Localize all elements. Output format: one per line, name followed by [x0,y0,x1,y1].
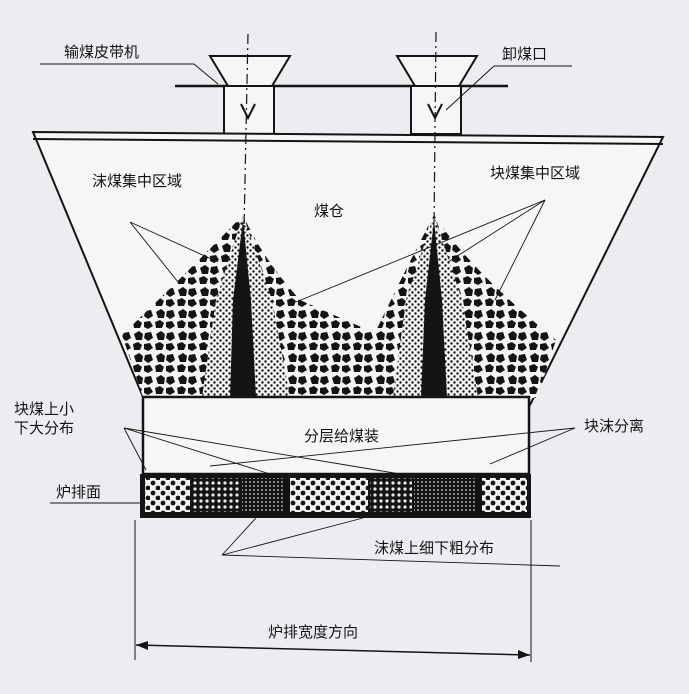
outlet-hopper-right [395,55,479,135]
lump-distribution-leaders [123,427,401,475]
outlet-label: 卸煤口 [502,45,548,63]
grate-surface-label: 炉排面 [56,483,102,501]
coal-drop-path-right [431,31,437,426]
grate-segment [145,478,190,512]
separation-label: 块沫分离 [584,417,645,435]
outlet-leader-diag [445,65,495,111]
bunker-top-rim [32,138,664,145]
lump-zone-label: 块煤集中区域 [490,164,581,182]
lump-distribution-label-2: 下大分布 [14,419,75,437]
layered-feeder-label: 分层给煤装 [304,427,380,445]
coal-pile-fine-core-left [230,220,256,397]
zone-leaders [129,199,546,303]
grate-segment [370,478,412,512]
width-dimension-line [135,644,531,656]
arrow-left-icon [136,641,148,650]
grate-segment [290,478,368,512]
grate-segment [242,478,284,512]
fine-distribution-leaders [221,517,561,567]
arrow-down-icon [240,103,256,121]
lump-distribution-label-1: 块煤上小 [14,400,75,418]
belt-label: 输煤皮带机 [64,43,140,61]
bunker-label: 煤仓 [314,202,345,220]
fine-zone-label: 沫煤集中区域 [92,172,183,190]
outlet-hopper-left [208,55,292,135]
fine-distribution-label: 沫煤上细下粗分布 [374,539,495,557]
separation-leaders [209,427,576,467]
grate-segment [414,478,476,512]
coal-pile-fine-core-right [421,220,447,397]
coal-drop-path-left [239,33,249,426]
grate-width-label: 炉排宽度方向 [268,623,359,641]
arrow-down-icon [427,103,443,121]
grate-segment [192,478,240,512]
grate-segment [482,478,527,512]
layered-feeder [141,395,531,476]
arrow-right-icon [518,650,530,659]
belt-leader-diag [193,63,219,85]
